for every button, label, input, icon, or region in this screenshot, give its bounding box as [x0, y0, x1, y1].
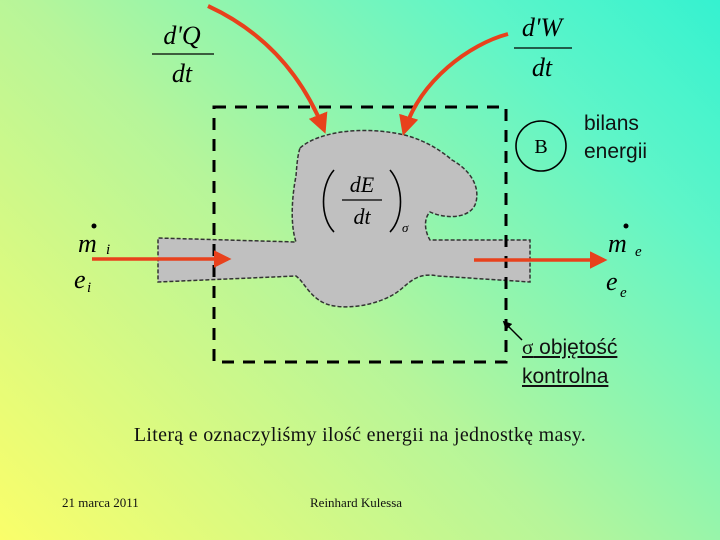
- control-volume-body: [157, 129, 531, 308]
- energy-balance-line1: bilans: [584, 112, 639, 135]
- caption: Literą e oznaczyliśmy ilość energii na j…: [133, 424, 587, 446]
- energy-subscript: σ: [402, 220, 409, 235]
- control-volume-word1: objętość: [533, 336, 618, 359]
- mass-in-symbol: m: [78, 229, 97, 258]
- heat-arrow: [207, 4, 328, 134]
- balance-circle-label: B: [534, 136, 547, 158]
- energy-right-paren: [389, 169, 402, 233]
- e-out-symbol: e: [606, 267, 618, 296]
- work-denominator: dt: [532, 53, 553, 82]
- footer-author: Reinhard Kulessa: [310, 495, 403, 510]
- footer-date: 21 marca 2011: [62, 495, 139, 510]
- e-out-subscript: e: [620, 285, 627, 301]
- e-in-subscript: i: [87, 280, 91, 296]
- sigma-symbol: σ: [522, 335, 534, 359]
- energy-denominator: dt: [353, 204, 371, 229]
- mass-out-symbol: m: [608, 229, 627, 258]
- mass-out-subscript: e: [635, 244, 642, 260]
- control-volume-line2: kontrolna: [522, 365, 609, 388]
- energy-numerator: dE: [350, 172, 375, 197]
- control-volume-label: σ objętość kontrolna: [522, 333, 617, 391]
- control-boundary: [212, 105, 508, 364]
- mass-out-dot: [623, 223, 629, 229]
- mass-in-subscript: i: [106, 242, 110, 258]
- work-arrow: [399, 32, 509, 136]
- work-numerator: d'W: [522, 13, 565, 42]
- energy-balance-line2: energii: [584, 140, 648, 163]
- heat-denominator: dt: [172, 59, 193, 88]
- heat-numerator: d'Q: [163, 21, 201, 50]
- boundary-pointer-arrow: [502, 320, 523, 341]
- control-volume-line1: σ objętość: [522, 333, 617, 362]
- balance-circle: [515, 120, 567, 172]
- mass-in-dot: [91, 223, 97, 229]
- e-in-symbol: e: [74, 265, 86, 294]
- energy-left-paren: [322, 169, 335, 233]
- energy-balance-label: bilans energii: [584, 110, 647, 166]
